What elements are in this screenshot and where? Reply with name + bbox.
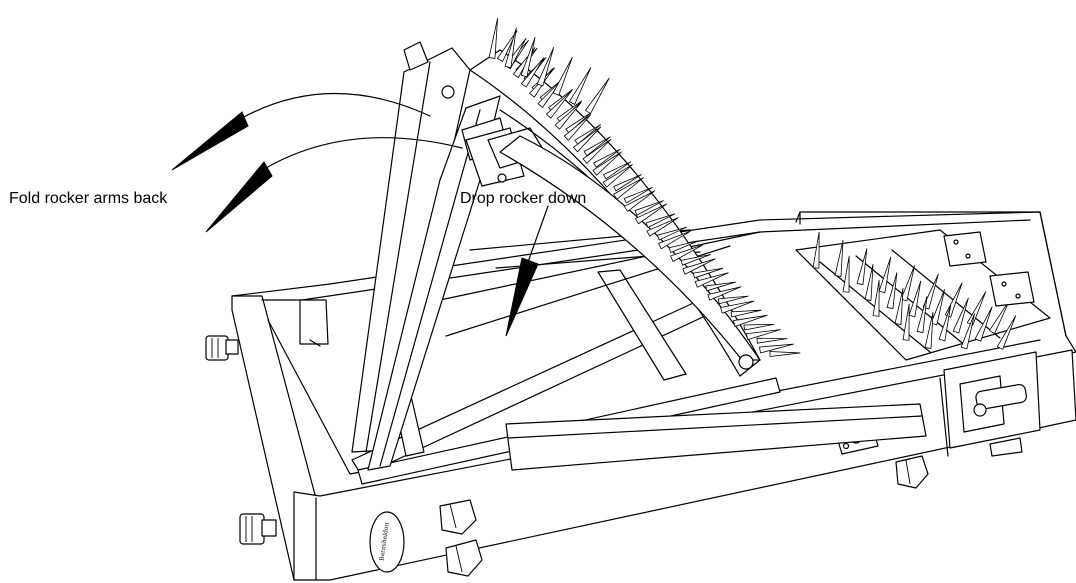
bed-spikes [812, 231, 1017, 350]
spike [552, 57, 573, 96]
spike [603, 161, 632, 180]
spike [583, 136, 611, 157]
spike [582, 138, 612, 164]
rocker-arm-right [367, 95, 501, 471]
spike [602, 164, 633, 188]
spike [592, 151, 622, 176]
knob-left-lower [239, 513, 277, 545]
spike [568, 67, 592, 105]
spike [593, 148, 621, 168]
spike [680, 254, 712, 266]
spike [834, 239, 844, 277]
spike [812, 231, 820, 269]
spike [759, 343, 794, 354]
rocker-spikes [488, 17, 801, 357]
front-knob-3 [895, 455, 929, 489]
spike [952, 297, 969, 334]
spike [988, 300, 1010, 334]
spike [634, 200, 664, 216]
fold-arrow-lower [205, 137, 463, 233]
spike [520, 37, 536, 78]
spike [864, 263, 874, 301]
spike [546, 90, 572, 119]
spike [938, 304, 952, 342]
spike [613, 174, 642, 192]
spike [878, 256, 892, 294]
spike [645, 213, 676, 228]
fold-rocker-arms-label: Fold rocker arms back [9, 190, 168, 207]
spike [670, 244, 704, 262]
front-knob-2 [445, 539, 483, 577]
spike [720, 300, 755, 314]
spike [573, 126, 602, 153]
spike [488, 17, 498, 59]
spike [536, 47, 555, 87]
spike [930, 289, 945, 326]
spike [537, 79, 563, 108]
spike [960, 313, 975, 350]
curved-rocker [469, 49, 761, 377]
spike [585, 77, 610, 114]
spike [623, 190, 656, 212]
spike [717, 295, 749, 305]
right-latch [943, 351, 1041, 457]
spike [746, 329, 781, 341]
fold-arrow-upper [171, 92, 431, 171]
spike [902, 303, 910, 341]
spike [635, 203, 667, 225]
hinge-plates [943, 231, 1035, 307]
spike [924, 311, 934, 349]
spike [668, 240, 699, 253]
spike [996, 315, 1017, 350]
spike [872, 279, 880, 317]
spike [504, 27, 517, 69]
spike [908, 280, 922, 318]
spike [974, 306, 993, 342]
spike [886, 272, 898, 309]
maker-stamp: Barnsheldon [369, 511, 405, 573]
spike [521, 57, 545, 88]
drop-arrow [505, 205, 549, 337]
spike [658, 230, 691, 250]
spike [743, 323, 775, 331]
spike [769, 351, 801, 357]
spike [733, 314, 768, 327]
spike [563, 114, 592, 141]
spike [756, 337, 788, 344]
spike [692, 267, 724, 279]
front-knob-1 [439, 499, 477, 535]
spike [657, 226, 687, 241]
spike [554, 102, 582, 130]
spike [730, 309, 762, 318]
knob-left-upper [205, 335, 239, 361]
spike [623, 187, 653, 204]
spike [705, 281, 736, 292]
spike [694, 272, 729, 288]
spike [574, 124, 601, 145]
drop-rocker-label: Drop rocker down [460, 190, 587, 207]
spike [856, 248, 868, 285]
spike [682, 258, 716, 275]
spike [916, 296, 928, 333]
spike [613, 177, 644, 200]
spike [646, 217, 679, 237]
spike [497, 30, 518, 62]
spike [707, 286, 742, 301]
spike [894, 287, 904, 325]
spike [900, 265, 915, 302]
spike [842, 255, 850, 293]
